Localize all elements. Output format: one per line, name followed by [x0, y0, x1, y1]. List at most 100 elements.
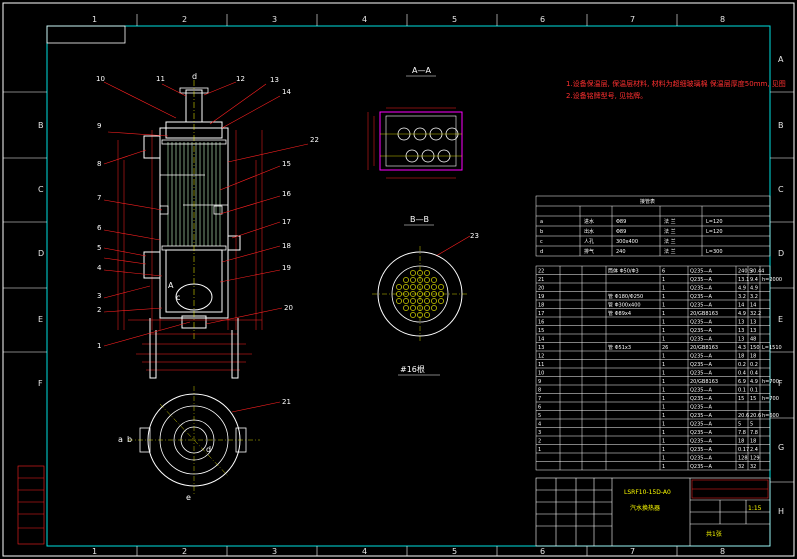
bom-cell: 3: [538, 430, 541, 436]
bom-cell: Q235—A: [690, 456, 712, 462]
part-callouts: 10 11 12 13 14 9 8 22 15 16 7 6 5 4 3 2 …: [96, 72, 479, 406]
bom-cell: Q235—A: [690, 354, 712, 360]
bom-cell: 1: [662, 277, 665, 283]
zone-d-left: D: [38, 249, 44, 258]
callout-13: 13: [270, 76, 279, 84]
drawing-name: 汽水换热器: [630, 504, 660, 512]
bom-cell: Q235—A: [690, 320, 712, 326]
bom-cell: 管 Φ51x3: [608, 344, 631, 351]
bom-cell: Q235—A: [690, 269, 712, 275]
zone-2-bottom: 2: [182, 547, 187, 556]
bom-cell: 7.8: [738, 430, 746, 436]
bom-cell: Q235—A: [690, 337, 712, 343]
bom-cell: Q235—A: [690, 447, 712, 453]
callout-19: 19: [282, 264, 291, 272]
bom-cell: 1: [662, 379, 665, 385]
zone-c-left: C: [38, 185, 44, 194]
bom-cell: 1: [662, 286, 665, 292]
tube-count-label: #16根: [400, 364, 425, 374]
nozzle-table-cell: L=300: [706, 249, 723, 255]
bom-cell: 150: [750, 345, 760, 351]
bom-cell: 0.2: [750, 362, 758, 368]
zone-g-right: G: [778, 443, 784, 452]
bom-cell: 0.4: [750, 371, 758, 377]
zone-a-right: A: [778, 55, 784, 64]
plan-label-e: e: [186, 493, 191, 502]
bom-cell: h=2000: [762, 277, 782, 283]
zone-7: 7: [630, 15, 635, 24]
tube-hole: [424, 270, 430, 276]
callout-10: 10: [96, 75, 105, 83]
bom-cell: Q235—A: [690, 388, 712, 394]
bom-cell: 18: [738, 354, 744, 360]
bom-cell: Q235—A: [690, 277, 712, 283]
bom-cell: 2: [538, 439, 541, 445]
callout-22: 22: [310, 136, 319, 144]
bom-cell: 1: [662, 456, 665, 462]
bom-cell: 4.3: [738, 345, 746, 351]
bom-cell: 14: [738, 303, 744, 309]
callout-17: 17: [282, 218, 291, 226]
zone-1-bottom: 1: [92, 547, 97, 556]
bom-cell: 3.2: [750, 294, 758, 300]
tube-hole: [438, 284, 444, 290]
nozzle-table-cell: Φ89: [616, 229, 626, 235]
nozzle-table-cell: 人孔: [584, 238, 594, 245]
bom-cell: 筒体 Φ50/Φ3: [608, 268, 639, 275]
tube-hole: [410, 305, 416, 311]
tube-hole: [424, 312, 430, 318]
tube-hole: [410, 298, 416, 304]
bom-cell: 10: [538, 371, 544, 377]
tube-hole: [403, 298, 409, 304]
tube-hole: [431, 298, 437, 304]
zone-e-left: E: [38, 315, 43, 324]
tube-hole: [431, 305, 437, 311]
tube-hole: [410, 277, 416, 283]
zone-e-right: E: [778, 315, 783, 324]
bom-cell: 0.2: [738, 362, 746, 368]
tube-hole: [403, 305, 409, 311]
bom-cell: 14: [538, 337, 544, 343]
nozzle-table-cell: 240: [616, 249, 626, 255]
tube-hole: [431, 284, 437, 290]
bom-cell: 14: [750, 303, 756, 309]
callout-7: 7: [97, 194, 101, 202]
bom-cell: 1: [662, 362, 665, 368]
bom-cell: 2.4: [750, 447, 758, 453]
bom-cell: 18: [738, 439, 744, 445]
note-line-1: 1.设备保温层, 保温层材料, 材料为超细玻璃棉 保温层厚度50mm, 见图: [566, 79, 786, 88]
bom-cell: 1: [662, 294, 665, 300]
tube-hole: [424, 298, 430, 304]
zone-8: 8: [720, 15, 725, 24]
callout-3: 3: [97, 292, 101, 300]
zone-5: 5: [452, 15, 457, 24]
bom-cell: 1: [538, 447, 541, 453]
bom-cell: 1: [662, 396, 665, 402]
cut-label-a: A: [168, 281, 174, 290]
bom-cell: 16: [538, 320, 544, 326]
zone-2: 2: [182, 15, 187, 24]
bom-cell: Q235—A: [690, 362, 712, 368]
bom-cell: 0.1: [738, 388, 746, 394]
bom-cell: Q235—A: [690, 413, 712, 419]
bom-cell: 7: [538, 396, 541, 402]
tube-hole: [403, 277, 409, 283]
callout-5: 5: [97, 244, 101, 252]
bom-cell: 22: [538, 269, 544, 275]
plan-label-d: d: [206, 445, 211, 454]
drawing-number: LSRF10-15D-A0: [624, 489, 671, 496]
bom-cell: 13: [738, 337, 744, 343]
bom-cell: 8: [538, 388, 541, 394]
bom-cell: 13: [750, 328, 756, 334]
nozzle-table-title: 接管表: [640, 198, 655, 205]
section-bb-title: B—B: [410, 215, 429, 224]
bom-cell: 9.4: [750, 277, 758, 283]
nozzle-table-cell: 排气: [584, 248, 594, 255]
bom-cell: Q235—A: [690, 430, 712, 436]
bom-cell: h=700: [762, 379, 779, 385]
callout-15: 15: [282, 160, 291, 168]
bom-cell: 1: [662, 303, 665, 309]
bom-cell: 0.1: [750, 388, 758, 394]
